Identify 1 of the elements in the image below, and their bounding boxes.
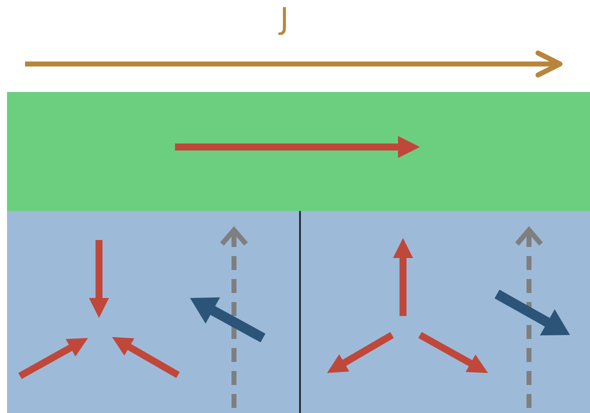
current-label: J [280,2,289,37]
